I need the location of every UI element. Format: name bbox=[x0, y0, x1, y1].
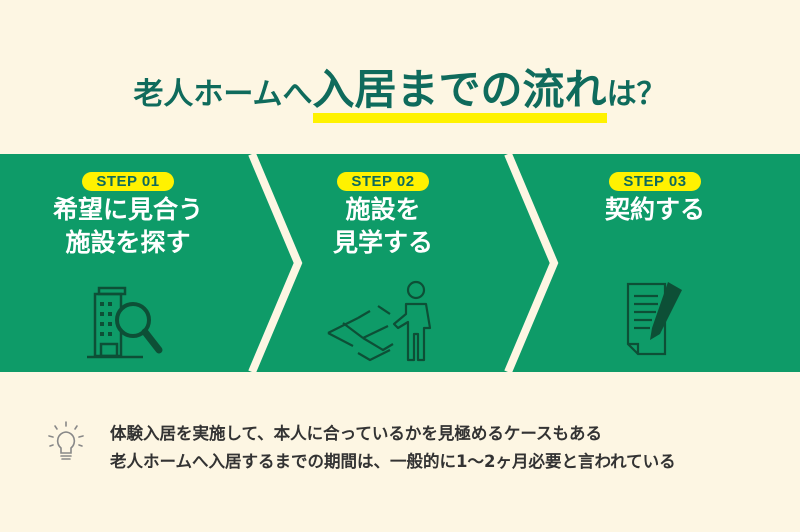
step-2: STEP 02 施設を 見学する bbox=[256, 154, 510, 372]
step-badge: STEP 03 bbox=[609, 172, 701, 191]
person-floorplan-icon bbox=[327, 280, 432, 362]
title-highlight: 入居までの流れ bbox=[312, 56, 607, 123]
step-1: STEP 01 希望に見合う 施設を探す bbox=[0, 154, 256, 372]
step-3: STEP 03 契約する bbox=[510, 154, 800, 372]
building-search-icon bbox=[87, 286, 163, 359]
step-badge: STEP 01 bbox=[82, 172, 174, 191]
note-line-2: 老人ホームへ入居するまでの期間は、一般的に1～2ヶ月必要と言われている bbox=[110, 452, 676, 471]
step-title-line: 希望に見合う bbox=[52, 195, 203, 224]
title-highlight-text: 入居までの流れ bbox=[312, 65, 607, 114]
lightbulb-icon bbox=[48, 421, 84, 460]
step-badge: STEP 02 bbox=[337, 172, 429, 191]
step-title-line: 施設を探す bbox=[65, 228, 191, 257]
title-underline bbox=[312, 113, 607, 123]
document-pen-icon bbox=[626, 282, 682, 356]
step-title-line: 見学する bbox=[332, 228, 433, 257]
step-title: 契約する bbox=[510, 193, 800, 226]
page-title: 老人ホームへ入居までの流れは？ bbox=[0, 50, 800, 123]
step-title: 希望に見合う 施設を探す bbox=[0, 193, 256, 259]
step-title: 施設を 見学する bbox=[256, 193, 510, 259]
step-title-line: 契約する bbox=[604, 195, 705, 224]
note-text: 体験入居を実施して、本人に合っているかを見極めるケースもある 老人ホームへ入居す… bbox=[110, 420, 676, 476]
title-suffix: は？ bbox=[606, 77, 667, 112]
title-prefix: 老人ホームへ bbox=[133, 77, 313, 112]
note-line-1: 体験入居を実施して、本人に合っているかを見極めるケースもある bbox=[110, 424, 603, 443]
step-title-line: 施設を bbox=[345, 195, 421, 224]
